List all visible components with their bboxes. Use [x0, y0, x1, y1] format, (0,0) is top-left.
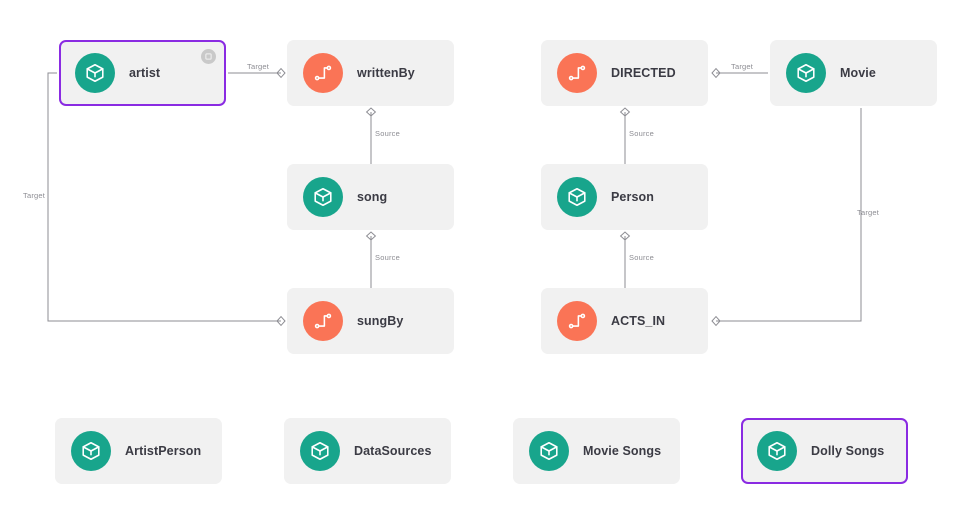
edge-label-artist-sungBy: Target [23, 191, 46, 200]
edge-label-song-sungBy: Source [375, 253, 400, 262]
edge-label-artist-writtenBy: Target [247, 62, 270, 71]
expand-badge[interactable] [201, 49, 216, 64]
entity-badge [303, 177, 343, 217]
node-DataSources[interactable]: DataSources [284, 418, 451, 484]
edge-artist-sungBy [47, 72, 286, 327]
relationship-badge [557, 301, 597, 341]
node-Person[interactable]: Person [541, 164, 708, 230]
node-DollySongs[interactable]: Dolly Songs [741, 418, 908, 484]
relationship-path-icon [568, 65, 586, 81]
entity-badge [71, 431, 111, 471]
cube-icon [797, 63, 815, 83]
node-writtenBy[interactable]: writtenBy [287, 40, 454, 106]
node-label: writtenBy [357, 66, 415, 80]
node-label: ACTS_IN [611, 314, 666, 328]
edge-label-Movie-DIRECTED: Target [731, 62, 754, 71]
relationship-path-icon [568, 313, 586, 329]
node-label: Movie Songs [583, 444, 662, 458]
edge-label-Movie-ACTS_IN: Target [857, 208, 880, 217]
node-label: song [357, 190, 388, 204]
node-label: ArtistPerson [125, 444, 202, 458]
node-Movie[interactable]: Movie [770, 40, 937, 106]
cube-icon [314, 187, 332, 207]
expand-icon [205, 53, 212, 60]
node-label: Person [611, 190, 654, 204]
cube-icon [768, 441, 786, 461]
edge-Movie-ACTS_IN [711, 108, 862, 327]
node-song[interactable]: song [287, 164, 454, 230]
entity-badge [529, 431, 569, 471]
cube-icon [540, 441, 558, 461]
relationship-badge [303, 301, 343, 341]
cube-icon [568, 187, 586, 207]
node-label: DataSources [354, 444, 432, 458]
entity-badge [786, 53, 826, 93]
node-label: Dolly Songs [811, 444, 885, 458]
edge-label-writtenBy-song: Source [375, 129, 400, 138]
node-ACTS_IN[interactable]: ACTS_IN [541, 288, 708, 354]
node-label: sungBy [357, 314, 404, 328]
edge-label-Person-ACTS_IN: Source [629, 253, 654, 262]
cube-icon [311, 441, 329, 461]
relationship-badge [303, 53, 343, 93]
relationship-path-icon [314, 313, 332, 329]
node-label: DIRECTED [611, 66, 676, 80]
node-sungBy[interactable]: sungBy [287, 288, 454, 354]
relationship-path-icon [314, 65, 332, 81]
node-ArtistPerson[interactable]: ArtistPerson [55, 418, 222, 484]
entity-badge [757, 431, 797, 471]
cube-icon [86, 63, 104, 83]
cube-icon [82, 441, 100, 461]
edge-label-DIRECTED-Person: Source [629, 129, 654, 138]
entity-badge [557, 177, 597, 217]
relationship-badge [557, 53, 597, 93]
node-MovieSongs[interactable]: Movie Songs [513, 418, 680, 484]
node-DIRECTED[interactable]: DIRECTED [541, 40, 708, 106]
node-label: Movie [840, 66, 876, 80]
node-label: artist [129, 66, 161, 80]
node-artist[interactable]: artist [59, 40, 226, 106]
entity-badge [300, 431, 340, 471]
entity-badge [75, 53, 115, 93]
